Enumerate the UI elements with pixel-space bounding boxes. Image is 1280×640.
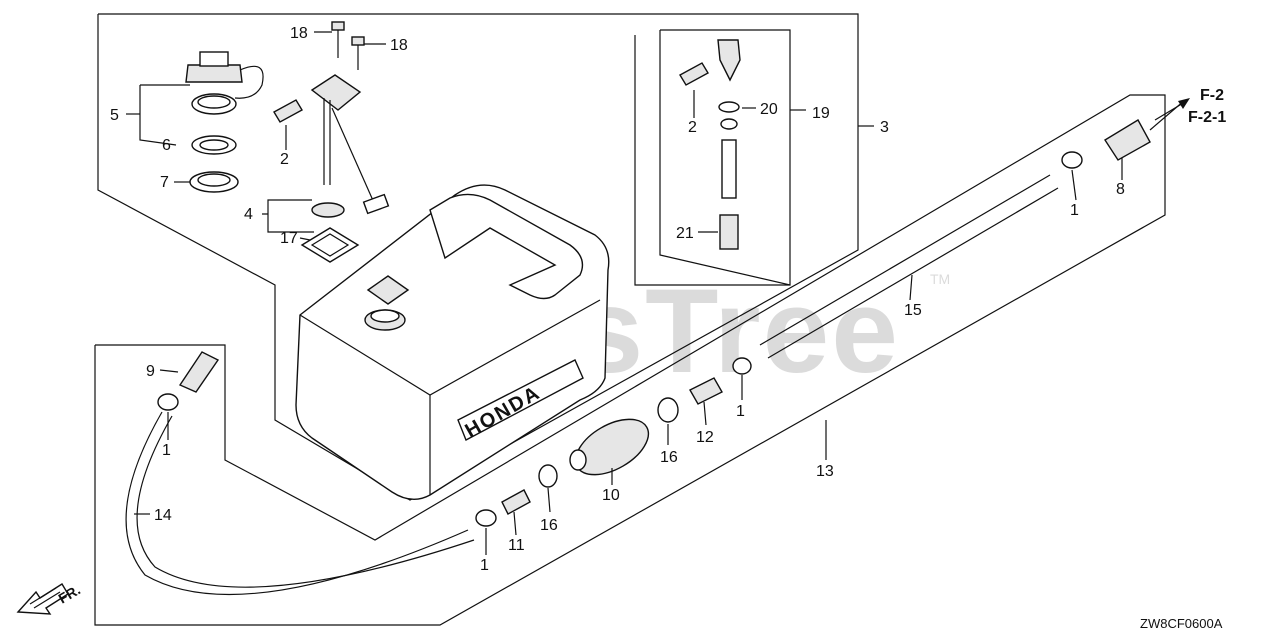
callouts: 18 18 5 6 7 2 4 17 2 20 19 3 21 F-2 F-2-…	[110, 25, 1226, 574]
outlet-joint	[501, 489, 531, 515]
fuel-hose-curved	[125, 411, 475, 596]
hose-clip-a	[1061, 151, 1083, 169]
callout-18b: 18	[390, 37, 408, 54]
leader-lines	[126, 31, 1186, 555]
callout-14: 14	[154, 507, 172, 524]
band-a	[657, 397, 679, 423]
fuel-hose-long	[759, 174, 1059, 359]
callout-f2: F-2	[1200, 87, 1224, 104]
callout-15: 15	[904, 302, 922, 319]
callout-10: 10	[602, 487, 620, 504]
callout-21: 21	[676, 225, 694, 242]
callout-1d: 1	[480, 557, 489, 574]
diagram-code: ZW8CF0600A	[1140, 616, 1223, 631]
fuel-joint-a	[273, 99, 303, 123]
callout-7: 7	[160, 174, 169, 191]
front-arrow-icon	[16, 583, 69, 615]
callout-18a: 18	[290, 25, 308, 42]
engine-connector	[178, 351, 220, 393]
callout-19: 19	[812, 105, 830, 122]
callout-1b: 1	[162, 442, 171, 459]
callout-4: 4	[244, 206, 253, 223]
watermark-tm: TM	[930, 271, 950, 287]
group-frame-tank	[97, 13, 859, 501]
gauge-kit-parts	[717, 39, 741, 250]
callout-16b: 16	[540, 517, 558, 534]
callout-8: 8	[1116, 181, 1125, 198]
gauge-gasket	[300, 227, 360, 263]
callout-5: 5	[110, 107, 119, 124]
callout-2b: 2	[688, 119, 697, 136]
callout-1c: 1	[736, 403, 745, 420]
callout-2a: 2	[280, 151, 289, 168]
group-frame-hose-kit	[94, 94, 1166, 626]
front-marker: FR.	[16, 581, 83, 615]
callout-17: 17	[280, 230, 298, 247]
band-b	[538, 464, 558, 488]
hose-clip-b	[732, 357, 752, 375]
callout-11: 11	[508, 537, 525, 554]
fuel-tank: HONDA	[295, 184, 610, 500]
hose-clip-d	[475, 509, 497, 527]
callout-20: 20	[760, 101, 778, 118]
callout-16a: 16	[660, 449, 678, 466]
hose-joint	[689, 377, 723, 405]
fuel-cap	[185, 51, 264, 115]
callout-6: 6	[162, 137, 171, 154]
callout-1a: 1	[1070, 202, 1079, 219]
callout-13: 13	[816, 463, 834, 480]
fuel-joint-b	[679, 62, 709, 86]
callout-12: 12	[696, 429, 714, 446]
primer-bulb	[569, 418, 650, 476]
hose-clip-c	[157, 393, 179, 411]
group-frame-gauge-kit	[634, 29, 791, 286]
cap-packing-inner	[199, 139, 229, 151]
cap-gasket-inner	[197, 173, 231, 187]
callout-3: 3	[880, 119, 889, 136]
fuel-gauge	[310, 74, 390, 218]
callout-f21: F-2-1	[1188, 109, 1226, 126]
gauge-screw	[331, 21, 365, 70]
tank-connector	[1104, 119, 1151, 161]
callout-9: 9	[146, 363, 155, 380]
f2-arrow	[1154, 98, 1190, 121]
